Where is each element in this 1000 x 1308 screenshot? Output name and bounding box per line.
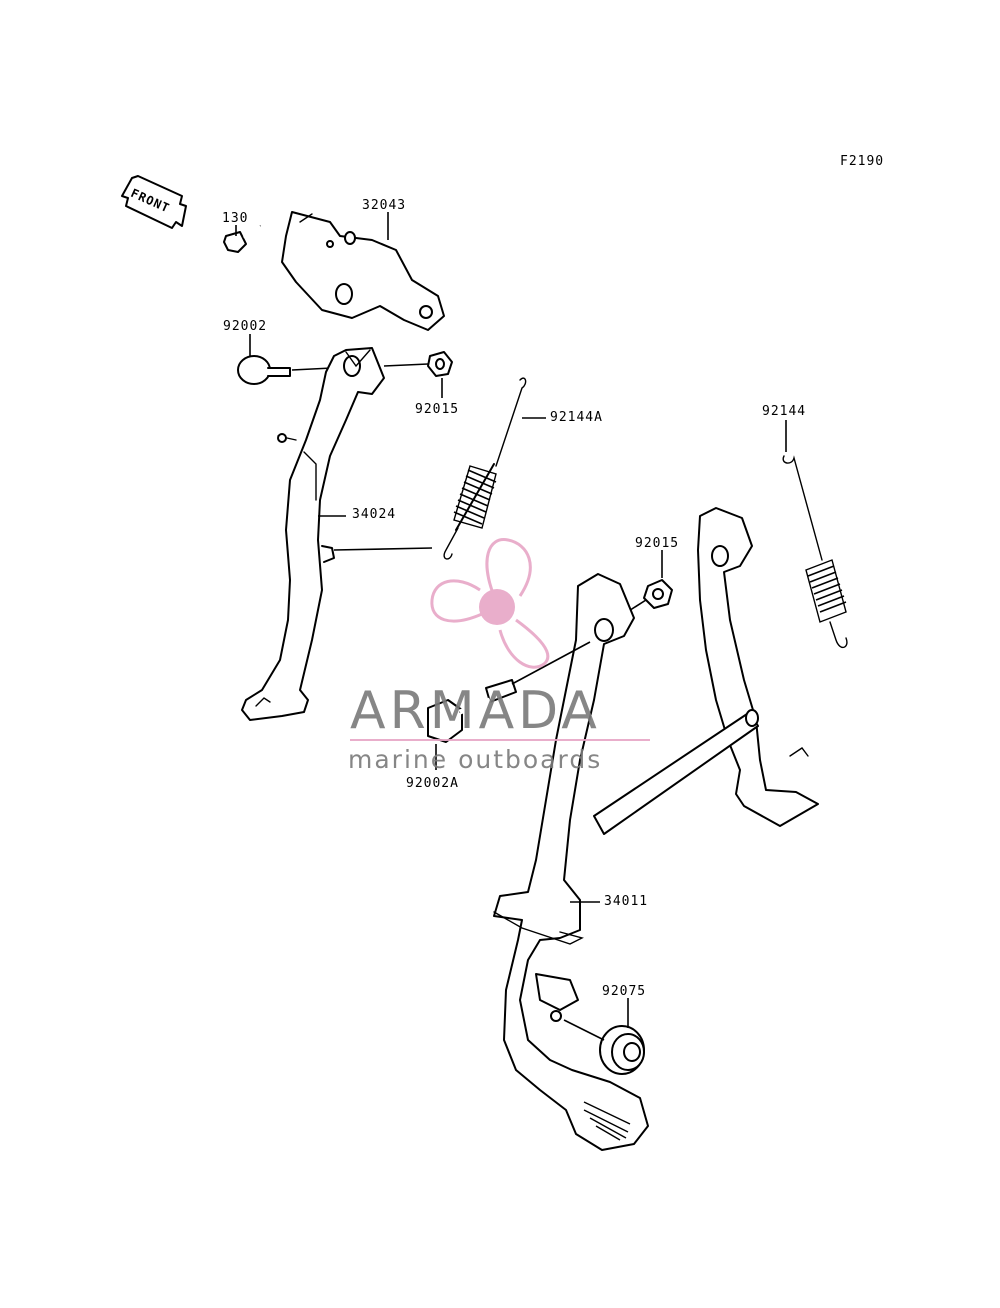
part-label-34011: 34011	[604, 894, 648, 909]
bracket-32043	[281, 211, 445, 331]
nut-92015-lower	[643, 579, 673, 609]
spring-92144A	[443, 377, 527, 560]
front-arrow-icon: FRONT	[121, 175, 187, 229]
part-label-130: 130	[222, 211, 248, 226]
part-label-32043: 32043	[362, 198, 406, 213]
part-label-92144A: 92144A	[550, 410, 603, 425]
part-label-92002A: 92002A	[406, 776, 459, 791]
nut-92015-upper	[427, 351, 453, 377]
rubber-92075	[599, 1025, 645, 1075]
watermark-tagline: marine outboards	[348, 745, 602, 774]
spring-92144	[782, 455, 848, 648]
side-stand-34024	[241, 347, 385, 721]
propeller-logo-icon	[430, 538, 550, 669]
part-label-92015-upper: 92015	[415, 402, 459, 417]
part-label-92144: 92144	[762, 404, 806, 419]
bolt-92002	[237, 355, 291, 385]
watermark-brand: ARMADA	[350, 681, 601, 741]
part-label-92015-lower: 92015	[635, 536, 679, 551]
centre-stand-34011	[493, 507, 819, 1151]
diagram-code: F2190	[840, 154, 884, 169]
part-label-92075: 92075	[602, 984, 646, 999]
part-label-92002: 92002	[223, 319, 267, 334]
armada-watermark: ARMADA marine outboards	[348, 538, 650, 774]
bolt-130	[223, 224, 261, 253]
part-label-34024: 34024	[352, 507, 396, 522]
bolt-92002A	[427, 679, 517, 743]
